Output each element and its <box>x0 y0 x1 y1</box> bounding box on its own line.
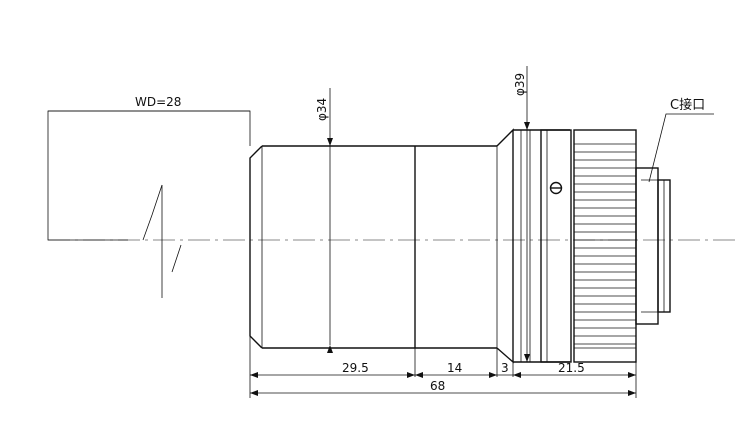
front-diameter-label: φ34 <box>315 98 329 121</box>
working-distance-label: WD=28 <box>135 95 181 109</box>
mount-leader <box>648 113 714 183</box>
length-dimensions <box>249 336 637 398</box>
knurled-ring <box>573 129 637 363</box>
segment-2-label: 14 <box>447 361 462 375</box>
c-mount <box>635 167 671 325</box>
rear-diameter-label: φ39 <box>513 73 527 96</box>
working-distance-bracket <box>47 110 251 298</box>
taper-section <box>496 128 570 364</box>
rear-diameter-dimension <box>524 66 530 362</box>
focus-ring <box>540 129 572 363</box>
front-diameter-dimension <box>327 88 333 353</box>
front-barrel <box>249 145 498 349</box>
segment-4-label: 21.5 <box>558 361 585 375</box>
total-length-label: 68 <box>430 379 445 393</box>
segment-1-label: 29.5 <box>342 361 369 375</box>
segment-3-label: 3 <box>501 361 509 375</box>
mount-label: C接口 <box>670 97 705 113</box>
